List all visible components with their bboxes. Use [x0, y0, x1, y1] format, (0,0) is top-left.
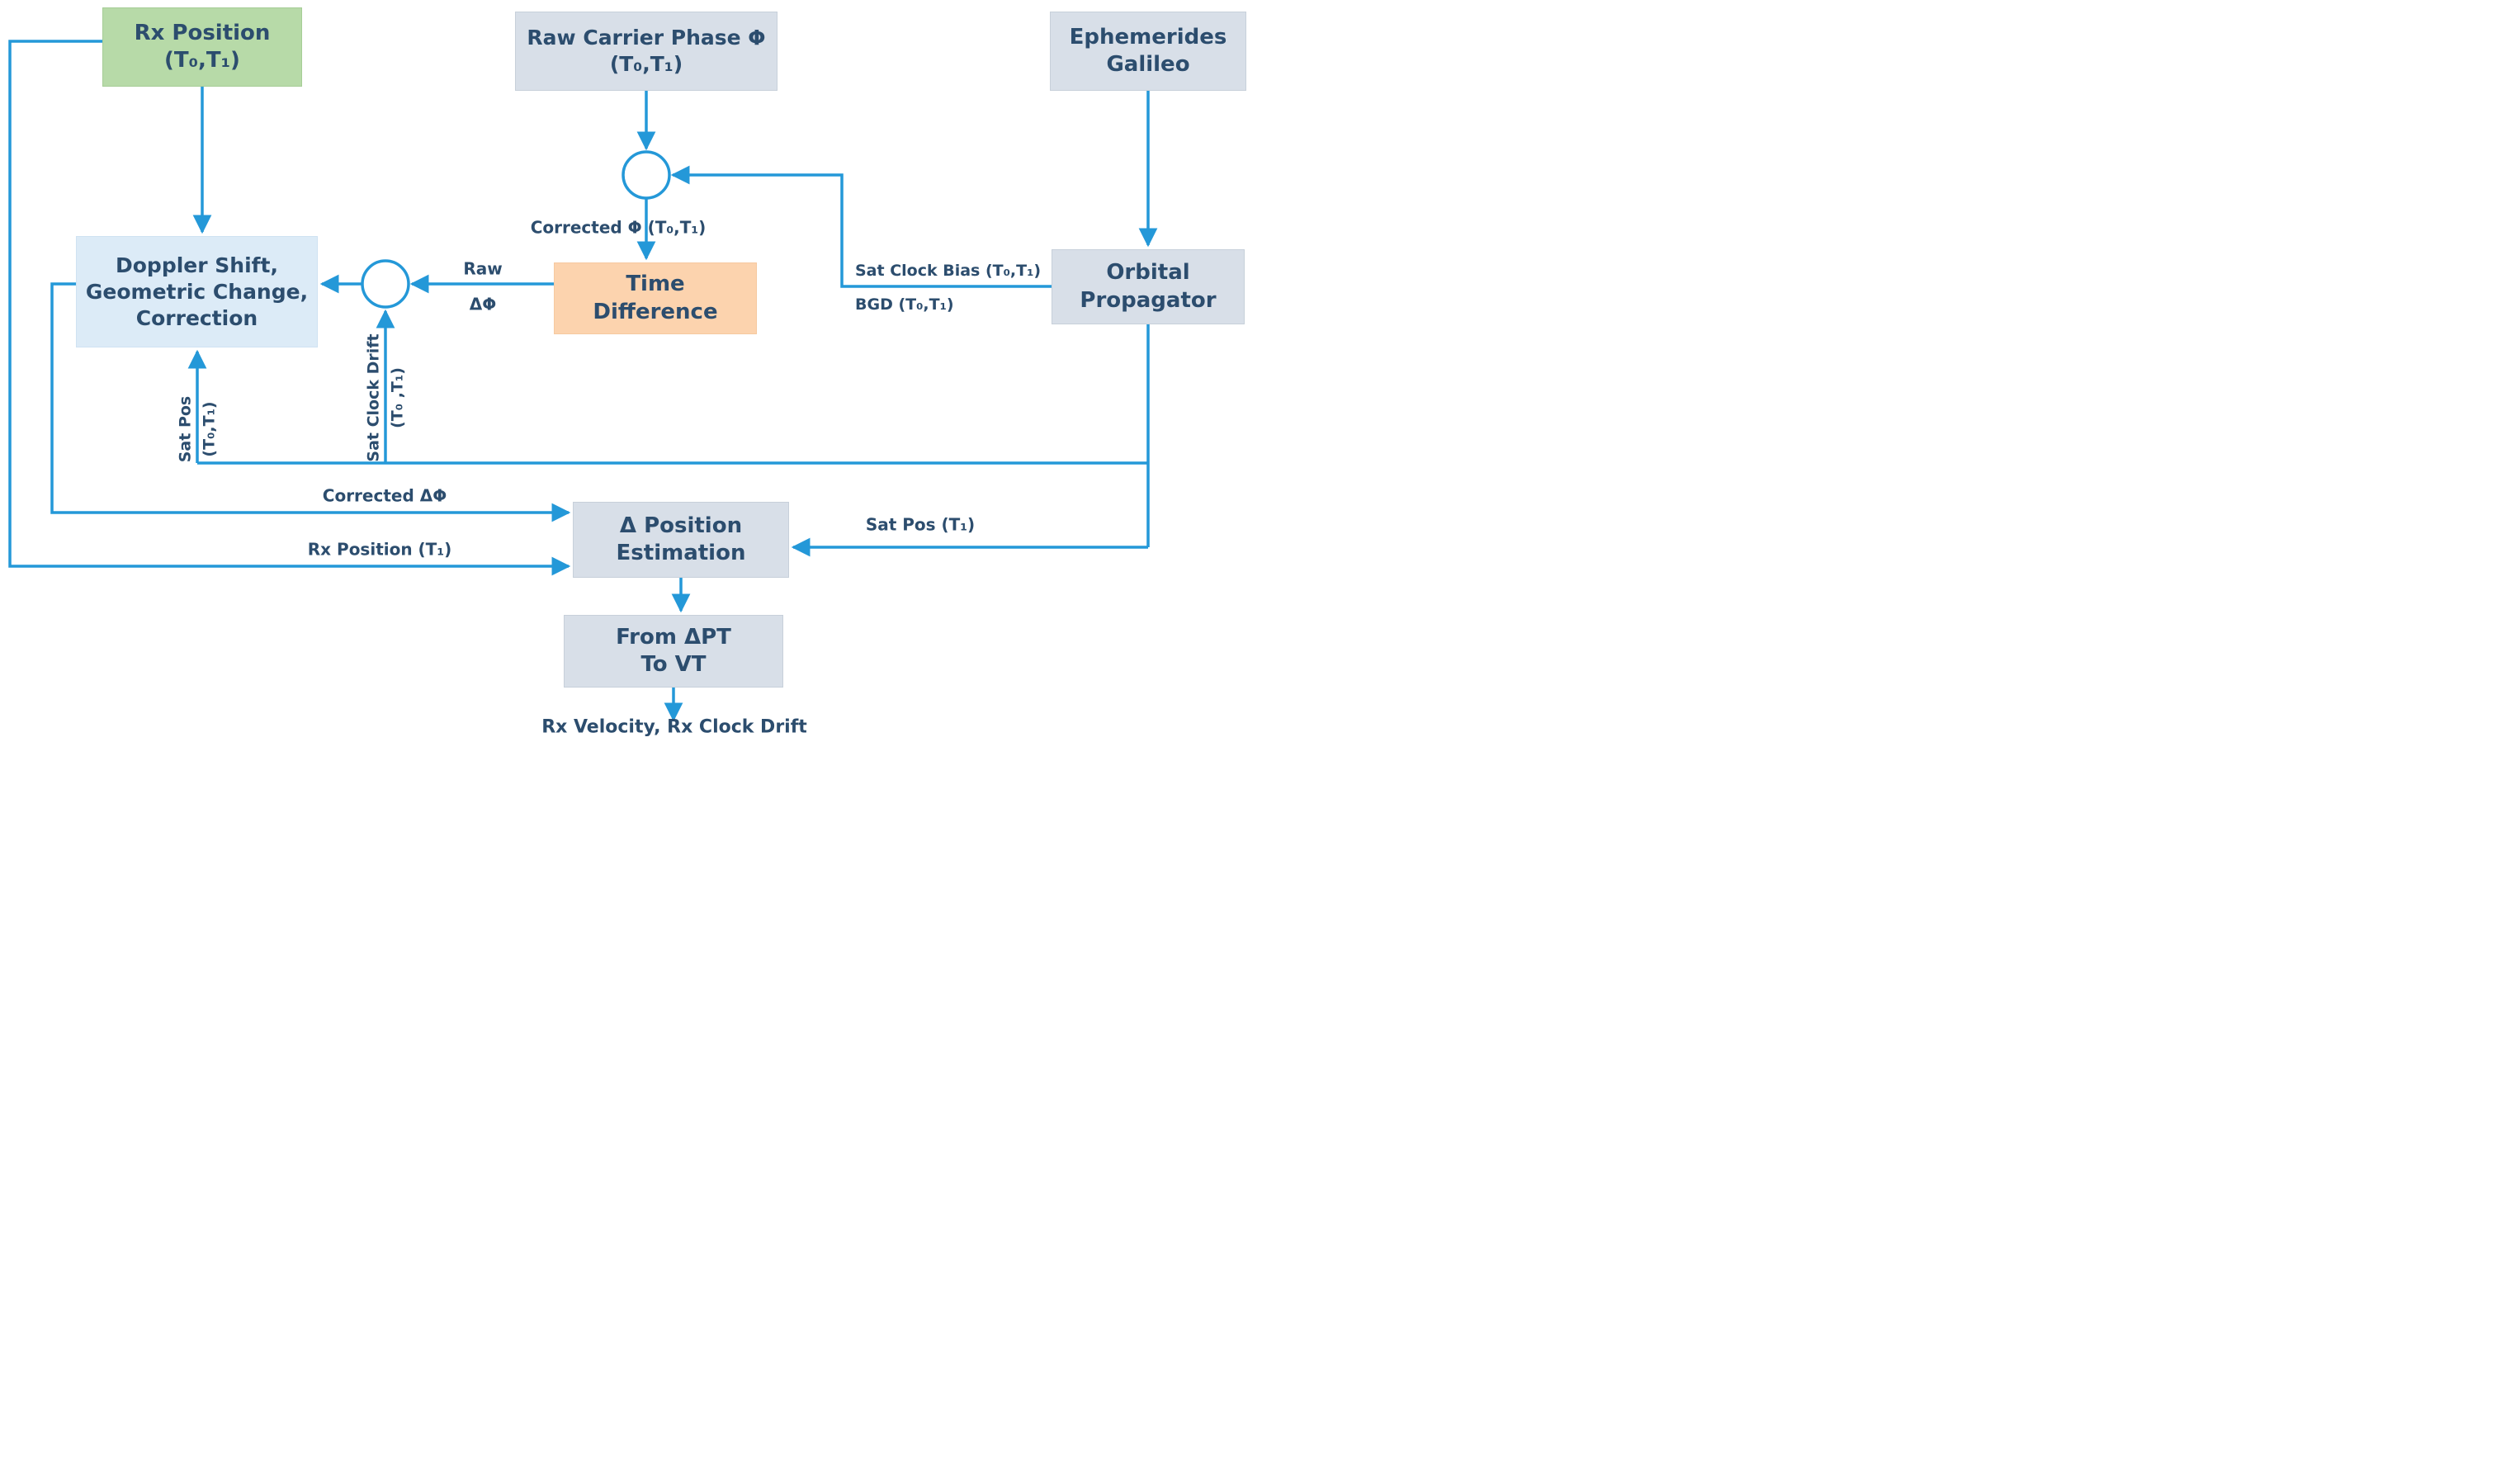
- rx-position-t1-label: Rx Position (T₁): [307, 539, 452, 560]
- sat-pos-vertical-label: Sat Pos (T₀,T₁): [174, 396, 221, 463]
- arrow-correcteddphi-to-deltapos: [50, 282, 571, 522]
- raw-label: Raw: [463, 258, 503, 279]
- doppler-label-line1: Doppler Shift,: [116, 253, 278, 277]
- doppler-node: Doppler Shift, Geometric Change, Correct…: [76, 236, 318, 347]
- delta-position-label-line1: Δ Position: [619, 513, 743, 538]
- from-dpt-label-line1: From ΔPT: [616, 624, 731, 650]
- bgd-label: BGD (T₀,T₁): [855, 295, 954, 314]
- doppler-label-line3: Correction: [135, 305, 258, 330]
- output-label: Rx Velocity, Rx Clock Drift: [541, 716, 807, 738]
- ephemerides-label-line2: Galileo: [1106, 52, 1190, 77]
- orbital-propagator-label-line1: Orbital: [1106, 260, 1190, 286]
- ephemerides-node: Ephemerides Galileo: [1050, 12, 1246, 91]
- rx-position-label-line1: Rx Position: [134, 20, 271, 45]
- time-difference-node: Time Difference: [554, 262, 757, 334]
- flow-diagram: Rx Position (T₀,T₁) Raw Carrier Phase Φ …: [0, 0, 1253, 742]
- doppler-label-line2: Geometric Change,: [85, 279, 309, 304]
- sat-pos-vertical-line1: Sat Pos: [176, 395, 195, 463]
- time-difference-label-line2: Difference: [593, 299, 718, 324]
- rx-position-label-line2: (T₀,T₁): [164, 48, 240, 73]
- delta-phi-label: ΔΦ: [469, 294, 497, 314]
- time-difference-label-line1: Time: [626, 272, 685, 297]
- delta-position-label-line2: Estimation: [616, 541, 746, 565]
- orbital-propagator-node: Orbital Propagator: [1052, 249, 1245, 324]
- rx-position-node: Rx Position (T₀,T₁): [102, 7, 302, 87]
- orbital-propagator-label-line2: Propagator: [1080, 287, 1217, 313]
- corrected-delta-phi-label: Corrected ΔΦ: [322, 485, 447, 506]
- sat-pos-t1-label: Sat Pos (T₁): [865, 514, 976, 535]
- sat-clock-drift-vertical-label: Sat Clock Drift (T₀ ,T₁): [362, 333, 409, 461]
- sat-clock-drift-vertical-line2: (T₀ ,T₁): [388, 367, 406, 428]
- sat-clock-drift-vertical-line1: Sat Clock Drift: [364, 333, 383, 462]
- raw-carrier-phase-node: Raw Carrier Phase Φ (T₀,T₁): [515, 12, 777, 91]
- from-dpt-node: From ΔPT To VT: [564, 615, 783, 688]
- delta-position-node: Δ Position Estimation: [573, 502, 789, 578]
- ephemerides-label-line1: Ephemerides: [1069, 24, 1227, 50]
- corrected-phi-label: Corrected Φ (T₀,T₁): [530, 217, 707, 238]
- raw-carrier-phase-label-line1: Raw Carrier Phase Φ: [527, 26, 766, 50]
- arrow-rxpositiont1-to-deltapos: [8, 40, 571, 576]
- sat-clock-bias-label: Sat Clock Bias (T₀,T₁): [855, 262, 1042, 281]
- sum-junction-1: [622, 150, 671, 200]
- from-dpt-label-line2: To VT: [640, 652, 707, 677]
- connector-layer: [8, 40, 1158, 722]
- sat-pos-vertical-line2: (T₀,T₁): [200, 401, 218, 457]
- sum-junction-2: [361, 259, 410, 309]
- arrow-satclockbias-to-sum1: [670, 165, 1052, 288]
- raw-carrier-phase-label-line2: (T₀,T₁): [609, 52, 683, 76]
